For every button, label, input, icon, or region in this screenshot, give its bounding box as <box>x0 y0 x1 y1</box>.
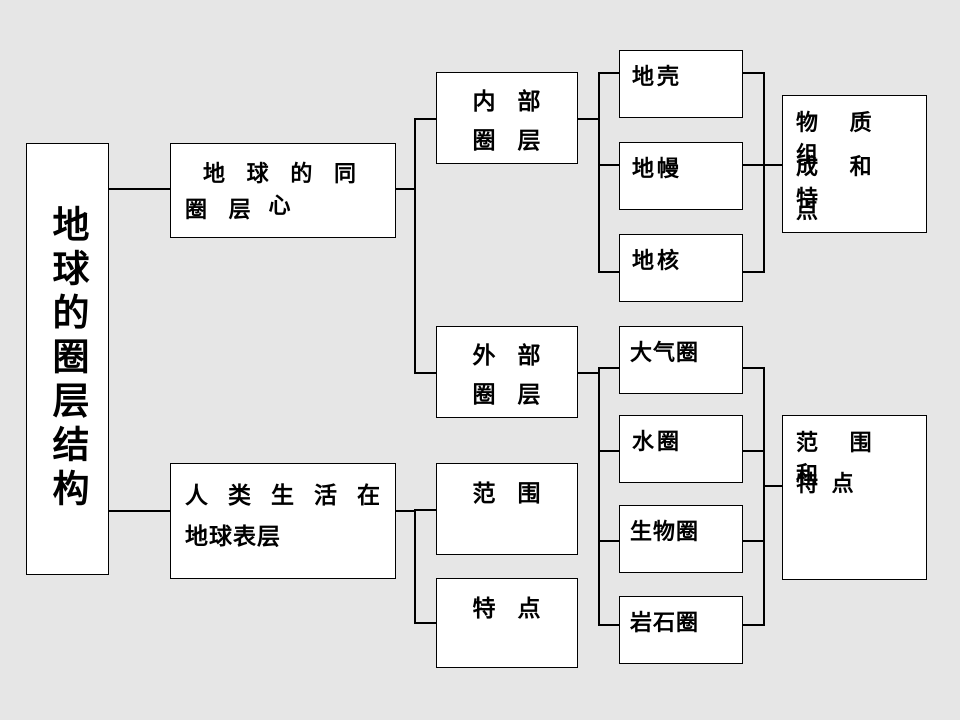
connector-trunk-to-biosphere <box>598 540 620 542</box>
connector-lithosphere-out <box>743 624 765 626</box>
node-external-spheres-line2: 圈 层 <box>472 382 548 408</box>
node-scope-features-line1: 范 围 和 <box>796 431 884 488</box>
node-human-surface-line2: 地球表层 <box>185 524 281 550</box>
trunk-surface <box>414 509 416 623</box>
node-concentric-spheres-line2: 圈 层 <box>185 198 258 223</box>
node-crust-label: 地壳 <box>632 65 683 90</box>
node-human-surface[interactable]: 人 类 生 活 在 地球表层 <box>170 463 396 579</box>
node-concentric-spheres-line1: 地 球 的 同 心 <box>203 162 363 219</box>
node-lithosphere-label: 岩石圈 <box>630 611 700 636</box>
node-composition-features-line1: 物 质 组 <box>796 111 884 168</box>
node-composition-features-line3: 点 <box>796 199 831 224</box>
connector-trunk-to-mantle <box>598 164 620 166</box>
trunk-internal-right <box>763 72 765 272</box>
node-concentric-spheres[interactable]: 地 球 的 同 心 圈 层 <box>170 143 396 238</box>
connector-to-scope-features <box>763 485 783 487</box>
connector-root-to-surface <box>108 510 170 512</box>
connector-mantle-out <box>743 164 765 166</box>
node-mantle[interactable]: 地幔 <box>619 142 743 210</box>
connector-to-composition <box>763 164 783 166</box>
node-lithosphere[interactable]: 岩石圈 <box>619 596 743 664</box>
trunk-external <box>598 367 600 625</box>
connector-crust-out <box>743 72 765 74</box>
node-atmosphere[interactable]: 大气圈 <box>619 326 743 394</box>
connector-trunk-to-core <box>598 271 620 273</box>
connector-root-to-concentric <box>108 188 170 190</box>
node-biosphere-label: 生物圈 <box>630 520 700 545</box>
node-scope[interactable]: 范 围 <box>436 463 578 555</box>
node-features[interactable]: 特 点 <box>436 578 578 668</box>
node-crust[interactable]: 地壳 <box>619 50 743 118</box>
connector-concentric-out <box>395 188 416 190</box>
connector-trunk-to-internal <box>414 118 436 120</box>
connector-internal-out <box>578 118 600 120</box>
node-root[interactable]: 地球的圈层结构 <box>26 143 109 575</box>
node-scope-features-line2: 特 点 <box>796 472 857 497</box>
node-core-label: 地核 <box>632 249 683 274</box>
node-internal-spheres-line2: 圈 层 <box>472 128 548 154</box>
node-composition-features[interactable]: 物 质 组 成 和 特 点 <box>782 95 927 233</box>
node-features-label: 特 点 <box>472 596 548 622</box>
node-hydrosphere[interactable]: 水圈 <box>619 415 743 483</box>
trunk-external-right <box>763 367 765 625</box>
connector-core-out <box>743 271 765 273</box>
connector-trunk-to-crust <box>598 72 620 74</box>
node-biosphere[interactable]: 生物圈 <box>619 505 743 573</box>
connector-trunk-to-scope <box>414 509 436 511</box>
node-hydrosphere-label: 水圈 <box>632 430 683 455</box>
trunk-concentric <box>414 118 416 374</box>
connector-atmosphere-out <box>743 367 765 369</box>
node-internal-spheres[interactable]: 内 部 圈 层 <box>436 72 578 164</box>
node-external-spheres[interactable]: 外 部 圈 层 <box>436 326 578 418</box>
node-external-spheres-line1: 外 部 <box>472 343 548 369</box>
node-atmosphere-label: 大气圈 <box>630 341 700 366</box>
connector-trunk-to-external <box>414 372 436 374</box>
node-mantle-label: 地幔 <box>632 157 683 182</box>
trunk-internal <box>598 72 600 272</box>
connector-hydrosphere-out <box>743 450 765 452</box>
node-composition-features-line2: 成 和 特 <box>796 155 884 212</box>
connector-trunk-to-atmosphere <box>598 367 620 369</box>
node-root-label: 地球的圈层结构 <box>46 205 89 513</box>
node-scope-label: 范 围 <box>472 481 548 507</box>
connector-trunk-to-features <box>414 622 436 624</box>
node-human-surface-line1: 人 类 生 活 在 <box>185 483 387 509</box>
connector-external-out <box>578 372 600 374</box>
connector-surface-out <box>395 510 416 512</box>
node-scope-features[interactable]: 范 围 和 特 点 <box>782 415 927 580</box>
connector-trunk-to-hydrosphere <box>598 450 620 452</box>
node-core[interactable]: 地核 <box>619 234 743 302</box>
connector-biosphere-out <box>743 540 765 542</box>
connector-trunk-to-lithosphere <box>598 624 620 626</box>
node-internal-spheres-line1: 内 部 <box>472 89 548 115</box>
